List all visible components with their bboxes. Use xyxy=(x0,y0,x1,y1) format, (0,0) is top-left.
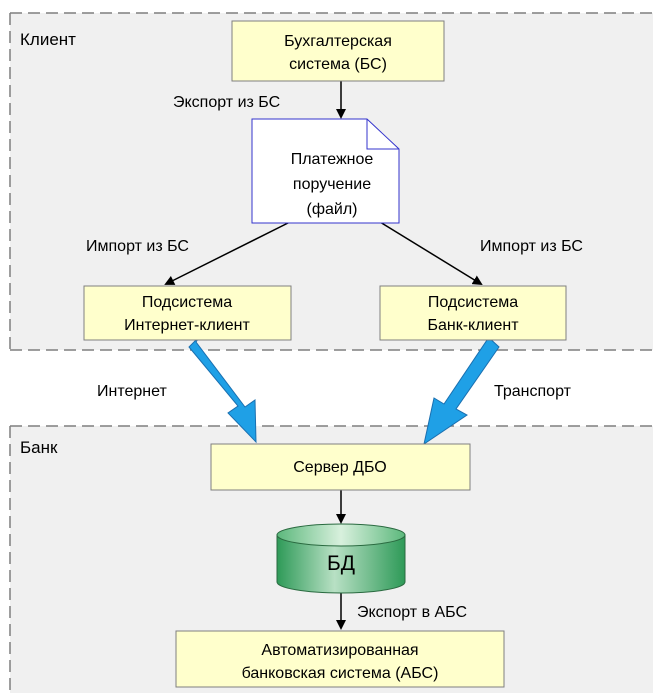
edge-label-transport: Транспорт xyxy=(494,383,572,400)
accounting-system-box: Бухгалтерская система (БС) xyxy=(231,20,445,82)
bank-client-line1: Подсистема xyxy=(428,294,518,311)
payment-order-document: Платежное поручение (файл) xyxy=(251,118,400,224)
bank-zone-label: Банк xyxy=(20,438,58,457)
database-cylinder-icon: БД xyxy=(276,523,406,594)
internet-client-line2: Интернет-клиент xyxy=(124,317,250,334)
abs-line1: Автоматизированная xyxy=(261,642,418,659)
edge-label-export-from-bs: Экспорт из БС xyxy=(173,94,280,111)
internet-client-box: Подсистема Интернет-клиент xyxy=(83,285,292,341)
accounting-system-line1: Бухгалтерская xyxy=(284,33,392,50)
payment-order-line3: (файл) xyxy=(307,201,358,218)
arrow-document-to-bank-client xyxy=(379,221,483,286)
arrow-document-to-internet-client xyxy=(164,221,291,285)
bank-client-box: Подсистема Банк-клиент xyxy=(379,285,567,341)
client-zone-label: Клиент xyxy=(20,30,76,49)
edge-label-import-right: Импорт из БС xyxy=(480,238,583,255)
database-label: БД xyxy=(327,552,355,575)
edge-label-export-to-abs: Экспорт в АБС xyxy=(357,604,467,621)
edge-label-internet: Интернет xyxy=(97,383,167,400)
payment-order-line2: поручение xyxy=(293,176,371,193)
dbo-server-box: Сервер ДБО xyxy=(210,443,471,491)
abs-line2: банковская система (АБС) xyxy=(242,665,439,682)
edge-label-import-left: Импорт из БС xyxy=(86,238,189,255)
abs-box: Автоматизированная банковская система (А… xyxy=(175,630,505,688)
internet-client-line1: Подсистема xyxy=(142,294,232,311)
internet-transport-arrow xyxy=(188,334,257,444)
dbo-server-label: Сервер ДБО xyxy=(293,459,387,476)
accounting-system-line2: система (БС) xyxy=(289,56,387,73)
bank-client-line2: Банк-клиент xyxy=(427,317,519,334)
payment-order-line1: Платежное xyxy=(291,151,374,168)
